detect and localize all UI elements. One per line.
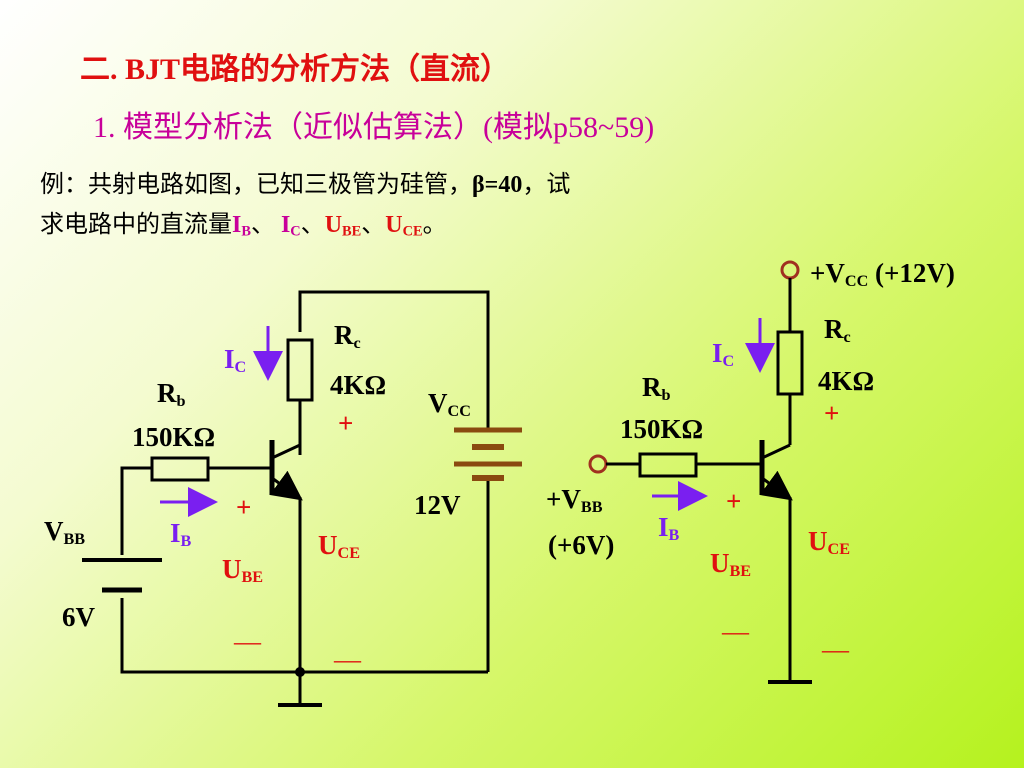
separator: 、 xyxy=(250,212,275,238)
right-vcc-terminal xyxy=(780,260,800,280)
separator: 、 xyxy=(361,212,386,238)
right-ube-minus: — xyxy=(722,616,749,646)
left-rb-resistor xyxy=(150,456,210,482)
ic-term: IC xyxy=(280,212,301,240)
left-vbb-value: 6V xyxy=(62,602,95,632)
title-rest: 电路的分析方法（直流） xyxy=(180,53,511,86)
right-ic-label: IC xyxy=(712,338,735,371)
left-transistor-emitter-leg xyxy=(269,470,303,501)
example-text-end: ，试 xyxy=(522,172,571,198)
ube-term: UBE xyxy=(324,212,362,240)
right-rc-value: 4KΩ xyxy=(818,366,875,396)
left-rc-resistor xyxy=(286,338,314,402)
subtitle-number: 1. xyxy=(93,111,116,144)
right-rc-label: Rc xyxy=(824,314,851,347)
left-rc-value: 4KΩ xyxy=(330,370,387,400)
ib-term: IB xyxy=(232,212,251,240)
left-junction-dot xyxy=(295,667,305,677)
title-bjt: BJT xyxy=(125,53,181,86)
left-rb-label: Rb xyxy=(157,378,186,411)
left-vcc-value: 12V xyxy=(414,490,461,520)
right-ib-label: IB xyxy=(658,512,680,545)
title-prefix: 二. xyxy=(80,53,118,86)
right-vbb-label: +VBB xyxy=(546,484,603,517)
left-vbb-label: VBB xyxy=(44,516,86,549)
example-line-2: 求电路中的直流量IB、 IC、UBE、UCE。 xyxy=(40,204,447,239)
left-transistor-collector-leg xyxy=(271,443,301,460)
right-transistor-emitter-leg xyxy=(759,470,793,501)
left-vcc-label: VCC xyxy=(428,388,471,421)
right-rb-value: 150KΩ xyxy=(620,414,704,444)
left-uce-label: UCE xyxy=(318,530,360,563)
example-text: 求电路中的直流量 xyxy=(40,212,232,238)
right-uce-plus: + xyxy=(824,398,840,428)
subtitle-text: 模型分析法（近似估算法） xyxy=(123,111,483,144)
right-rb-resistor xyxy=(638,452,698,478)
right-vbb-value: (+6V) xyxy=(548,530,615,560)
left-rb-value: 150KΩ xyxy=(132,422,216,452)
beta-value: β=40 xyxy=(472,172,523,198)
right-vcc-label: +VCC (+12V) xyxy=(810,258,955,291)
right-vbb-terminal xyxy=(588,454,608,474)
right-transistor-collector-leg xyxy=(761,443,791,460)
uce-term: UCE xyxy=(385,212,423,240)
right-ube-plus: + xyxy=(726,486,742,516)
example-text: 例：共射电路如图，已知三极管为硅管， xyxy=(40,172,472,198)
subsection-title: 1. 模型分析法（近似估算法）(模拟p58~59) xyxy=(93,102,654,146)
example-line-1: 例：共射电路如图，已知三极管为硅管，β=40，试 xyxy=(40,164,570,199)
left-ube-label: UBE xyxy=(222,554,264,587)
right-rc-resistor xyxy=(776,330,804,396)
right-uce-label: UCE xyxy=(808,526,850,559)
left-top-wire xyxy=(298,290,490,428)
left-ic-label: IC xyxy=(224,344,247,377)
section-title: 二. BJT电路的分析方法（直流） xyxy=(80,44,510,88)
left-uce-minus: — xyxy=(334,644,361,674)
left-ib-label: IB xyxy=(170,518,192,551)
right-ube-label: UBE xyxy=(710,548,752,581)
right-rb-label: Rb xyxy=(642,372,671,405)
right-uce-minus: — xyxy=(822,634,849,664)
left-ube-plus: + xyxy=(236,492,252,522)
left-ube-minus: — xyxy=(234,626,261,656)
left-base-wire xyxy=(120,466,152,555)
left-rc-label: Rc xyxy=(334,320,361,353)
right-circuit xyxy=(588,260,812,684)
separator: 、 xyxy=(300,212,325,238)
left-bottom-wire xyxy=(120,598,488,674)
left-circuit xyxy=(120,290,490,707)
left-uce-plus: + xyxy=(338,408,354,438)
subtitle-ref: (模拟p58~59) xyxy=(483,111,655,144)
example-end: 。 xyxy=(422,212,447,238)
